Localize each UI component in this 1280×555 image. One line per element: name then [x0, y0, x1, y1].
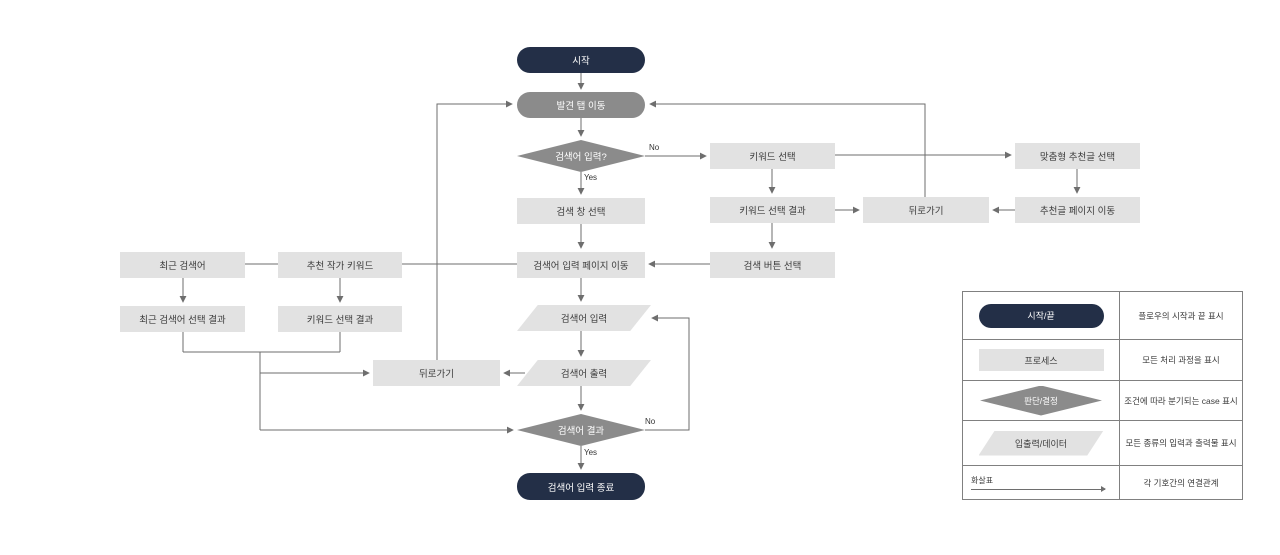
edge-label-no-1: No: [649, 143, 660, 152]
edge-label-yes-2: Yes: [584, 448, 598, 457]
legend-row-process: 프로세스 모든 처리 과정을 표시: [963, 340, 1242, 381]
node-start: 시작: [517, 47, 645, 73]
node-discover-tab-move: 발견 탭 이동: [517, 92, 645, 118]
edge-label-no-2: No: [645, 417, 656, 426]
io-search-term-input: 검색어 입력: [517, 305, 651, 331]
node-search-input-page-move: 검색어 입력 페이지 이동: [517, 252, 645, 278]
node-custom-recommend-select: 맞춤형 추천글 선택: [1015, 143, 1140, 169]
legend-row-start-end: 시작/끝 플로우의 시작과 끝 표시: [963, 292, 1242, 340]
io-search-term-output: 검색어 출력: [517, 360, 651, 386]
legend-arrow-desc: 각 기호간의 연결관계: [1143, 477, 1219, 488]
legend-row-io: 입출력/데이터 모든 종류의 입력과 출력물 표시: [963, 421, 1242, 466]
node-keyword-select: 키워드 선택: [710, 143, 835, 169]
legend-decision-desc: 조건에 따라 분기되는 case 표시: [1124, 395, 1238, 406]
legend-io-desc: 모든 종류의 입력과 출력물 표시: [1125, 438, 1237, 448]
node-search-button-select: 검색 버튼 선택: [710, 252, 835, 278]
legend-process-desc: 모든 처리 과정을 표시: [1142, 355, 1220, 365]
node-back-right: 뒤로가기: [863, 197, 989, 223]
legend-io-shape: 입출력/데이터: [978, 430, 1104, 456]
node-recommend-page-move: 추천글 페이지 이동: [1015, 197, 1140, 223]
node-back-left: 뒤로가기: [373, 360, 500, 386]
node-recommend-author-keyword: 추천 작가 키워드: [278, 252, 402, 278]
legend-row-arrow: 화살표 각 기호간의 연결관계: [963, 466, 1242, 499]
node-end: 검색어 입력 종료: [517, 473, 645, 500]
legend-decision-shape: 판단/결정: [980, 385, 1102, 416]
legend-table: 시작/끝 플로우의 시작과 끝 표시 프로세스 모든 처리 과정을 표시 판단/…: [962, 291, 1243, 500]
legend-process-shape: 프로세스: [978, 349, 1104, 371]
node-recent-search: 최근 검색어: [120, 252, 245, 278]
legend-start-end-desc: 플로우의 시작과 끝 표시: [1138, 310, 1224, 321]
legend-row-decision: 판단/결정 조건에 따라 분기되는 case 표시: [963, 381, 1242, 421]
edge-label-yes-1: Yes: [584, 173, 598, 182]
node-search-window-select: 검색 창 선택: [517, 198, 645, 224]
legend-arrow-label: 화살표: [971, 476, 994, 485]
legend-start-end-shape: 시작/끝: [978, 303, 1104, 328]
node-recent-search-select-result: 최근 검색어 선택 결과: [120, 306, 245, 332]
node-keyword-select-result-right: 키워드 선택 결과: [710, 197, 835, 223]
legend-arrow-sample: [971, 486, 1106, 492]
node-keyword-select-result-left: 키워드 선택 결과: [278, 306, 402, 332]
